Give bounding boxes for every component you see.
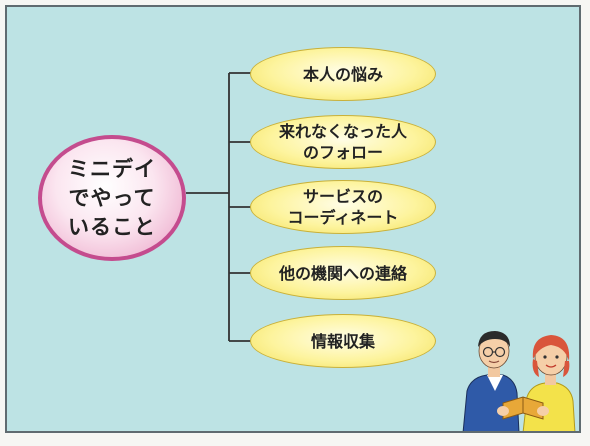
center-line-2: でやって — [68, 185, 156, 210]
branch-node-2: 来れなくなった人 のフォロー — [250, 115, 436, 169]
branch-1-line-1: 本人の悩み — [302, 64, 383, 84]
connector-lines — [186, 72, 252, 342]
branch-node-1: 本人の悩み — [250, 47, 436, 101]
branch-node-5: 情報収集 — [250, 314, 436, 368]
branch-5-line-1: 情報収集 — [310, 331, 375, 351]
branch-4-line-1: 他の機関への連絡 — [278, 263, 407, 283]
center-line-1: ミニデイ — [68, 156, 156, 181]
man-figure — [462, 331, 520, 431]
book-icon — [497, 396, 549, 420]
branch-node-3: サービスの コーディネート — [250, 180, 436, 234]
branch-3-line-2: コーディネート — [287, 208, 399, 227]
center-line-3: いること — [68, 214, 156, 239]
branch-2-line-2: のフォロー — [302, 143, 383, 162]
branch-node-4: 他の機関への連絡 — [250, 246, 436, 300]
woman-figure — [522, 335, 576, 431]
diagram-panel: ミニデイ でやって いること 本人の悩み 来れなくなった人 のフォロー サービス… — [5, 5, 581, 433]
center-node: ミニデイ でやって いること — [38, 135, 186, 261]
two-people-reading-icon — [462, 331, 576, 431]
branch-2-line-1: 来れなくなった人 — [278, 122, 407, 141]
branch-3-line-1: サービスの — [302, 187, 383, 206]
